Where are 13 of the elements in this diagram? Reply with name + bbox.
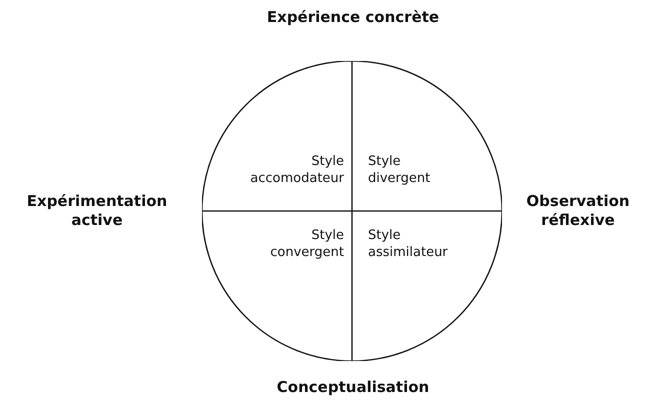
quadrant xyxy=(202,61,352,211)
style-label: Style convergent xyxy=(269,227,344,261)
quadrant xyxy=(202,211,352,361)
pole-label: Expérience concrète xyxy=(266,8,440,27)
style-label: Style assimilateur xyxy=(368,227,449,261)
pole-label: Observation réflexive xyxy=(525,192,631,230)
pole-label: Conceptualisation xyxy=(276,378,430,397)
quadrant xyxy=(352,61,502,211)
style-label: Style divergent xyxy=(368,153,432,187)
circle-diagram xyxy=(202,61,502,361)
style-label: Style accomodateur xyxy=(249,153,344,187)
pole-label: Expérimentation active xyxy=(26,192,168,230)
quadrant xyxy=(352,211,502,361)
